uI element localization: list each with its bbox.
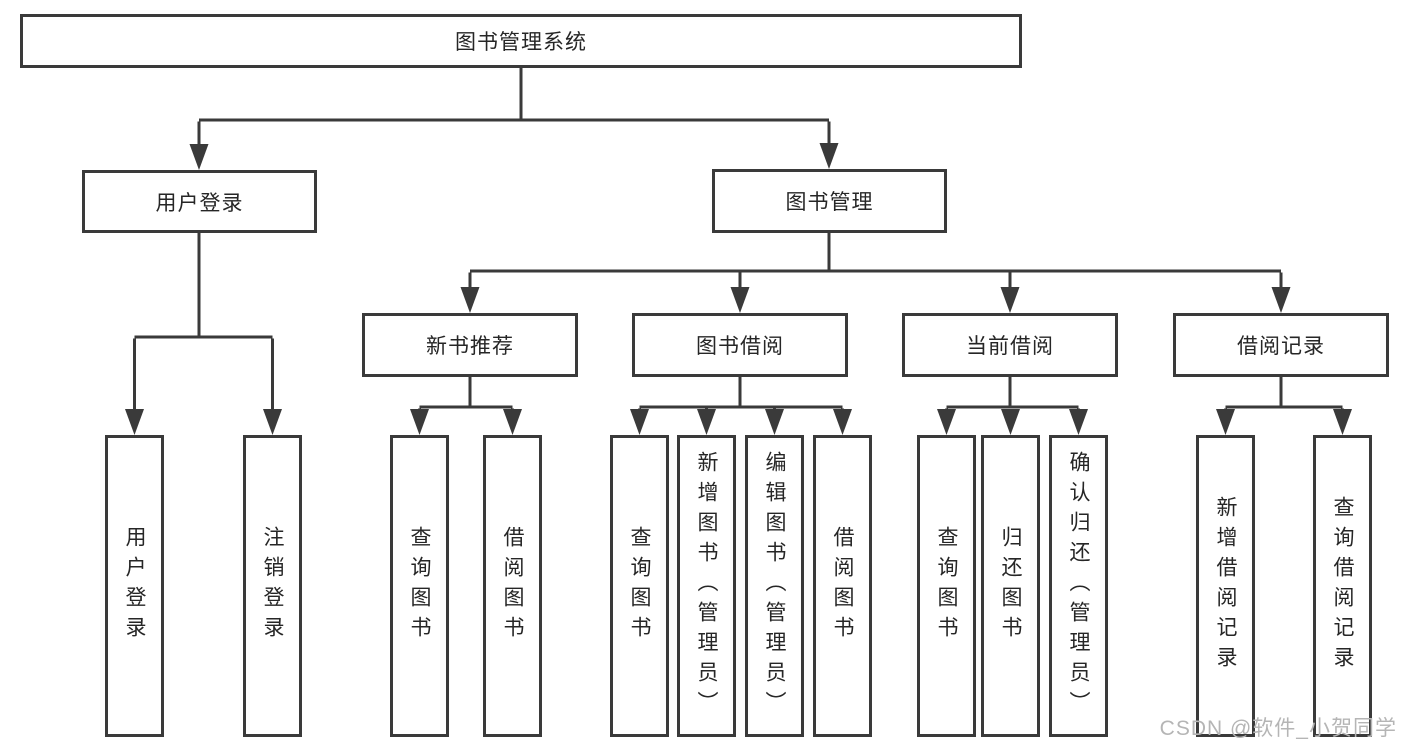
leaf-records-query: 查询借阅记录 xyxy=(1313,435,1372,737)
leaf-borrow-borrow: 借阅图书 xyxy=(813,435,872,737)
leaf-current-query: 查询图书 xyxy=(917,435,976,737)
arrowhead xyxy=(819,143,839,169)
arrowhead xyxy=(1069,409,1088,435)
arrowhead xyxy=(765,409,784,435)
leaf-label: 查询借阅记录 xyxy=(1331,496,1354,676)
arrowhead xyxy=(503,409,522,435)
watermark: CSDN @软件_小贺同学 xyxy=(1159,717,1397,740)
connector-current-to-leaves xyxy=(945,377,1080,413)
leaf-label: 编辑图书（管理员） xyxy=(763,451,786,721)
node-user-login: 用户登录 xyxy=(82,170,317,233)
connector-mgmt-to-l2 xyxy=(468,233,1283,290)
leaf-label: 借阅图书 xyxy=(501,526,524,646)
arrowhead xyxy=(697,409,716,435)
leaf-current-return: 归还图书 xyxy=(981,435,1040,737)
leaf-label: 查询图书 xyxy=(935,526,958,646)
arrowhead xyxy=(730,287,750,313)
leaf-label: 确认归还（管理员） xyxy=(1067,451,1090,721)
node-borrow-records: 借阅记录 xyxy=(1173,313,1389,377)
leaf-label: 归还图书 xyxy=(999,526,1022,646)
node-root: 图书管理系统 xyxy=(20,14,1022,68)
connector-newbook-to-leaves xyxy=(418,377,514,413)
arrowhead xyxy=(189,144,209,170)
node-book-borrow: 图书借阅 xyxy=(632,313,848,377)
arrowhead xyxy=(460,287,480,313)
leaf-current-confirm-admin: 确认归还（管理员） xyxy=(1049,435,1108,737)
connector-root-to-l1 xyxy=(197,68,831,148)
arrowhead xyxy=(263,409,282,435)
connector-login-to-leaves xyxy=(133,233,274,412)
node-new-book-recommend: 新书推荐 xyxy=(362,313,578,377)
arrowhead xyxy=(1000,287,1020,313)
arrowhead xyxy=(125,409,144,435)
leaf-label: 查询图书 xyxy=(408,526,431,646)
leaf-label: 用户登录 xyxy=(123,526,146,646)
leaf-label: 注销登录 xyxy=(261,526,284,646)
leaf-records-add: 新增借阅记录 xyxy=(1196,435,1255,737)
arrowhead xyxy=(410,409,429,435)
leaf-label: 查询图书 xyxy=(628,526,651,646)
arrowhead xyxy=(833,409,852,435)
leaf-borrow-add-admin: 新增图书（管理员） xyxy=(677,435,736,737)
leaf-borrow-edit-admin: 编辑图书（管理员） xyxy=(745,435,804,737)
leaf-logout: 注销登录 xyxy=(243,435,302,737)
leaf-newbook-borrow: 借阅图书 xyxy=(483,435,542,737)
leaf-borrow-query: 查询图书 xyxy=(610,435,669,737)
arrowhead xyxy=(1333,409,1352,435)
arrowhead xyxy=(1216,409,1235,435)
arrowhead xyxy=(630,409,649,435)
connector-borrow-to-leaves xyxy=(638,377,844,413)
leaf-label: 新增图书（管理员） xyxy=(695,451,718,721)
arrowhead xyxy=(1271,287,1291,313)
leaf-user-login: 用户登录 xyxy=(105,435,164,737)
leaf-label: 借阅图书 xyxy=(831,526,854,646)
arrowhead xyxy=(1001,409,1020,435)
leaf-label: 新增借阅记录 xyxy=(1214,496,1237,676)
node-current-borrow: 当前借阅 xyxy=(902,313,1118,377)
arrowhead xyxy=(937,409,956,435)
node-book-management: 图书管理 xyxy=(712,169,947,233)
connector-records-to-leaves xyxy=(1224,377,1344,413)
leaf-newbook-query: 查询图书 xyxy=(390,435,449,737)
